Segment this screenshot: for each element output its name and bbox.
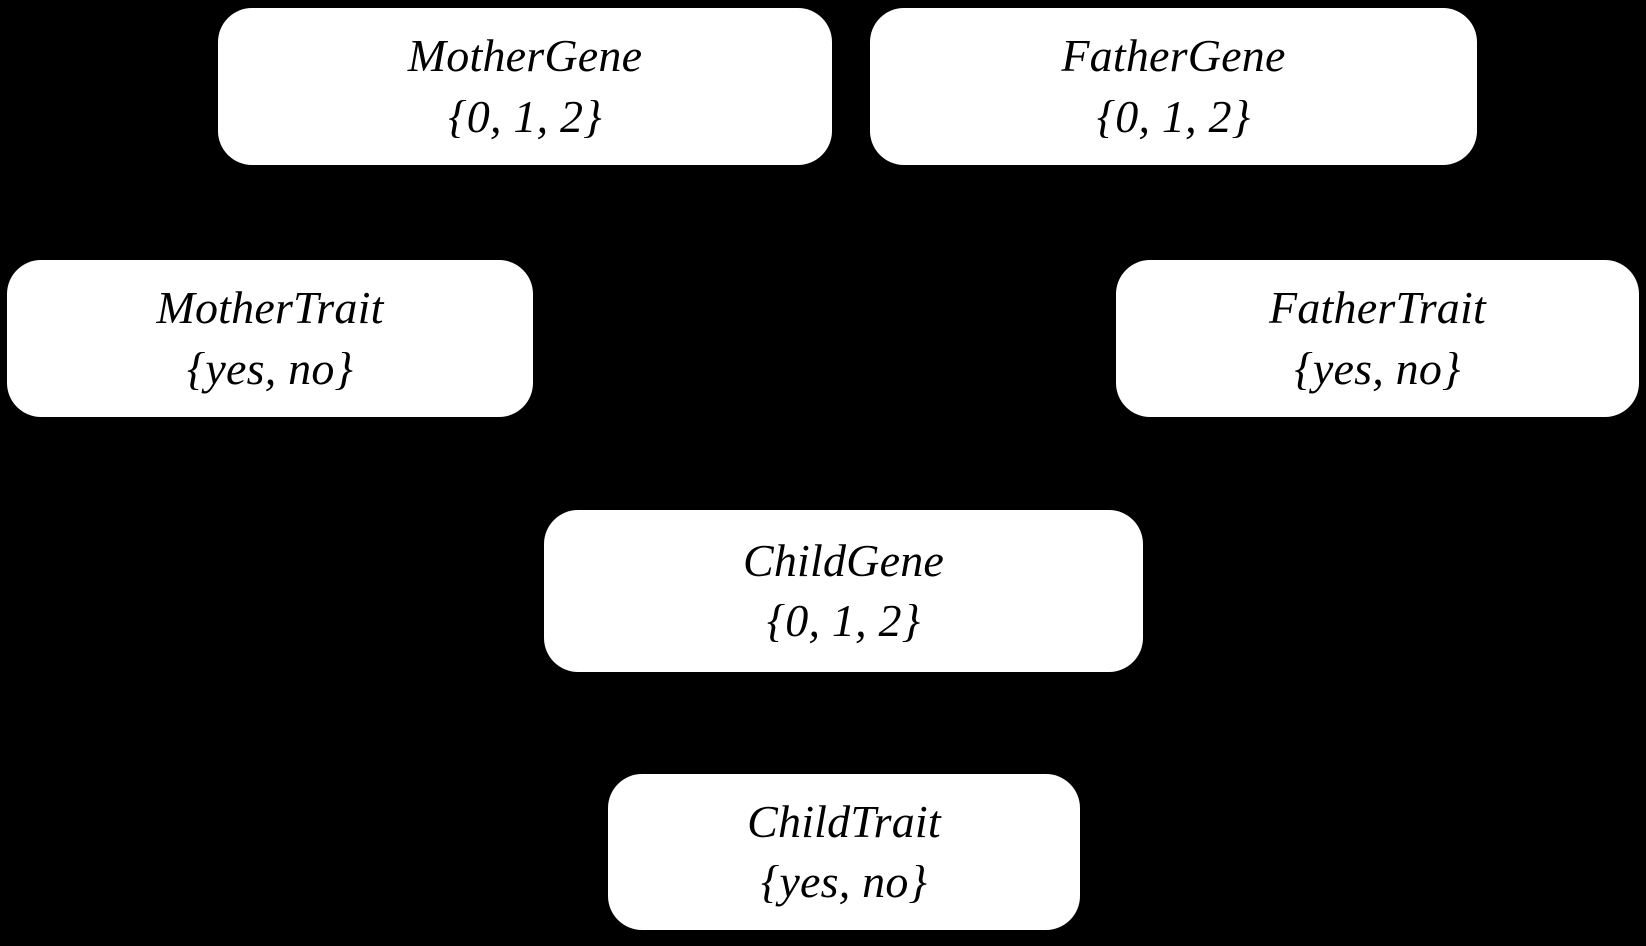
node-father-trait-title: FatherTrait xyxy=(1269,282,1486,334)
node-mother-gene-domain: {0, 1, 2} xyxy=(448,90,602,142)
node-child-gene-domain: {0, 1, 2} xyxy=(766,595,921,646)
node-mother-trait-title: MotherTrait xyxy=(156,282,384,334)
node-child-trait[interactable]: ChildTrait {yes, no} xyxy=(608,774,1080,930)
node-mother-trait[interactable]: MotherTrait {yes, no} xyxy=(7,260,533,417)
node-child-trait-domain: {yes, no} xyxy=(760,856,928,907)
node-father-trait-domain: {yes, no} xyxy=(1294,342,1461,394)
node-father-gene-domain: {0, 1, 2} xyxy=(1096,90,1251,142)
node-father-trait[interactable]: FatherTrait {yes, no} xyxy=(1116,260,1639,417)
node-mother-gene[interactable]: MotherGene {0, 1, 2} xyxy=(218,8,832,165)
node-father-gene[interactable]: FatherGene {0, 1, 2} xyxy=(870,8,1477,165)
node-mother-gene-title: MotherGene xyxy=(407,30,643,82)
node-child-trait-title: ChildTrait xyxy=(747,795,941,847)
node-child-gene-title: ChildGene xyxy=(742,534,945,586)
node-father-gene-title: FatherGene xyxy=(1061,30,1286,82)
node-child-gene[interactable]: ChildGene {0, 1, 2} xyxy=(544,510,1143,672)
node-mother-trait-domain: {yes, no} xyxy=(186,342,354,394)
